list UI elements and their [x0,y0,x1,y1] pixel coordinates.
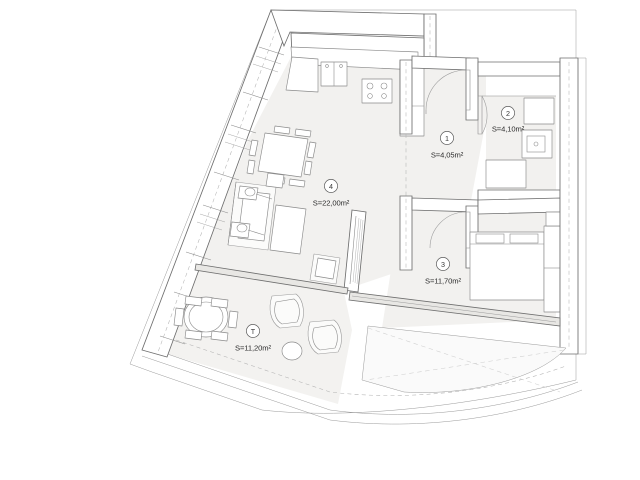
room-area-text: S=11,20m² [235,344,271,353]
room-area-text: S=11,70m² [425,277,461,286]
room-area-text: S=22,00m² [313,199,350,208]
building-envelope [129,9,577,414]
sofa [227,181,277,251]
washbasin [523,97,555,125]
shower [485,159,527,189]
wardrobe [543,225,561,313]
room-marker-text: 2 [506,109,510,118]
left-facade-wall [141,9,293,358]
facade-window-lower-left [185,204,229,261]
room-label-4: 4 S=22,00m² [313,179,350,208]
room-marker-text: 4 [329,182,333,191]
room-marker-circle [246,324,260,338]
room-area-text: S=4,10m² [492,125,525,134]
armchair [309,253,341,285]
living-sliding-door [343,209,367,293]
bedroom-furniture [469,211,561,313]
coffee-table [269,204,307,255]
terrace-stool [281,341,303,361]
facade-window-mid-left [213,124,257,181]
room-marker-circle [501,106,515,120]
void-below [361,325,567,393]
room-labels: 1 S=4,05m² 2 S=4,10m² 3 S=11,70m² 4 S=22… [235,106,525,353]
room-label-3: 3 S=11,70m² [425,257,462,286]
top-wall [270,9,437,63]
bathroom-fixtures [485,97,555,189]
side-table [265,172,285,189]
room-marker-text: T [251,327,256,336]
bedroom-walls [477,197,561,215]
room-label-1: 1 S=4,05m² [431,131,464,160]
terrace-chair [173,295,239,342]
room-marker-text: 1 [445,134,449,143]
partition-living-hall [399,59,413,271]
terrace-edges [194,263,561,327]
bed [469,231,545,301]
entrance-door[interactable] [425,69,471,114]
room-label-t: T S=11,20m² [235,324,272,353]
room-marker-text: 3 [441,260,445,269]
dining-table [257,132,309,178]
terrace-armchair [269,293,342,355]
room-label-2: 2 S=4,10m² [492,106,525,134]
room-marker-circle [436,257,450,271]
tall-unit [285,56,319,93]
room-marker-circle [440,131,454,145]
right-facade-wall [559,57,587,355]
bathroom-door[interactable] [477,95,488,135]
terrace-furniture [173,293,342,361]
cooktop [361,78,393,104]
toilet [521,129,553,159]
facade-window-upper-left [242,46,285,101]
room-area-text: S=4,05m² [431,151,464,160]
sink [320,61,348,87]
living-area [227,172,341,285]
room-marker-circle [324,179,338,193]
nightstand [545,211,561,227]
terrace-slab [141,339,583,425]
